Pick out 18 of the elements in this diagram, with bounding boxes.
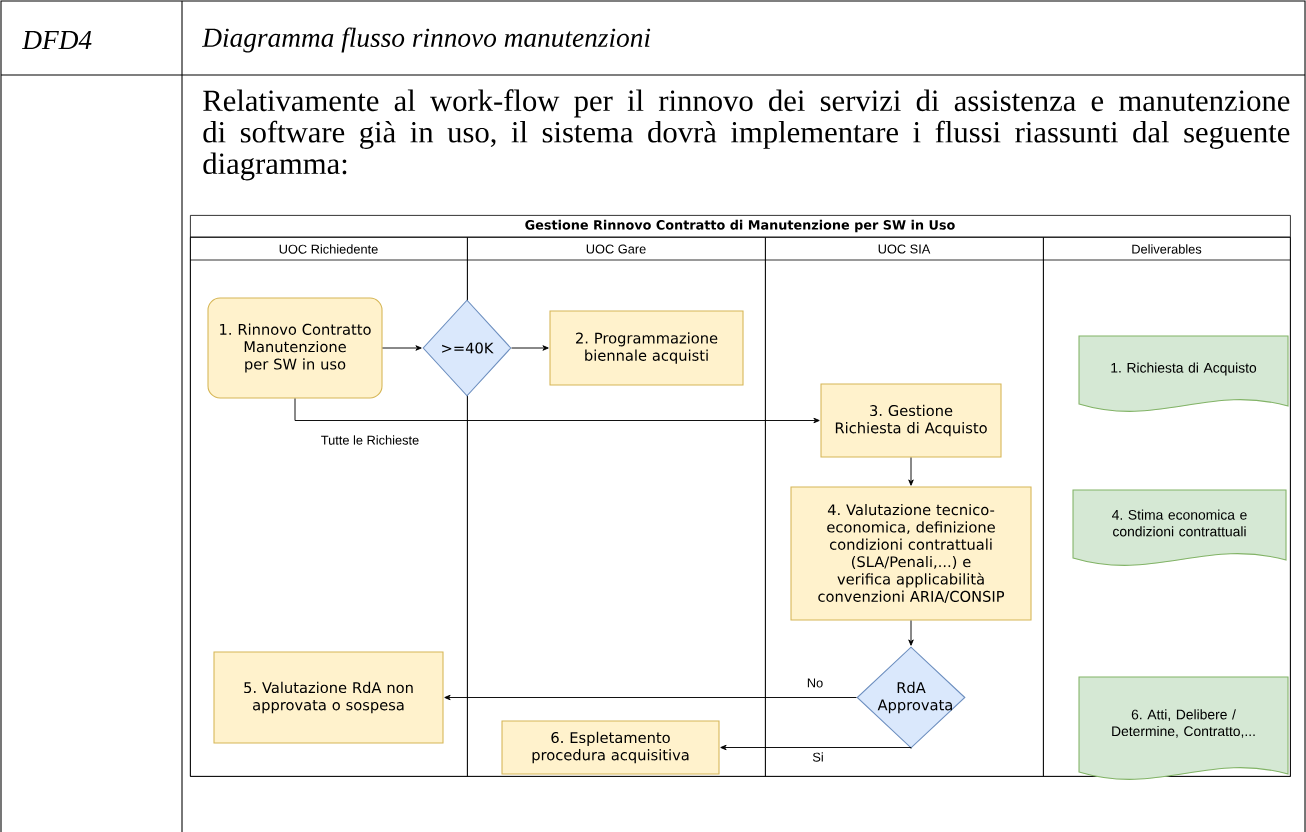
arrow xyxy=(908,457,914,486)
process-box: 2. Programmazione biennale acquisti xyxy=(549,310,744,386)
arrow xyxy=(511,345,549,351)
process-box: 1. Rinnovo Contratto Manutenzione per SW in uso xyxy=(207,297,383,399)
arrow xyxy=(908,620,914,646)
arrow xyxy=(720,744,912,751)
table-cell-text: Diagramma flusso rinnovo manutenzioni xyxy=(201,27,651,53)
table-cell-text: DFD4 xyxy=(21,31,92,50)
process-box: 6. Espletamento procedura acquisitiva xyxy=(501,720,720,775)
edge-label: No xyxy=(805,677,825,689)
arrow xyxy=(444,694,857,701)
arrow xyxy=(294,398,820,424)
edge-label: Si xyxy=(811,751,826,764)
arrow xyxy=(382,345,422,351)
process-box: 3. Gestione Richiesta di Acquisto xyxy=(820,383,1002,458)
paragraph: Relativamente al work-flow per il rinnovo dei servizi di assistenza e manutenzione di software già in uso, il sistema dovrà implementare i flussi riassunti dal seguente diagramma: xyxy=(203,89,1290,181)
process-box: 5. Valutazione RdA non approvata o sospesa xyxy=(213,651,444,744)
process-box: 4. Valutazione tecnico-economica, definizione condizioni contrattuali (SLA/Penali,...) e verifica applicabilità convenzioni ARIA/CONSIP xyxy=(790,486,1032,621)
